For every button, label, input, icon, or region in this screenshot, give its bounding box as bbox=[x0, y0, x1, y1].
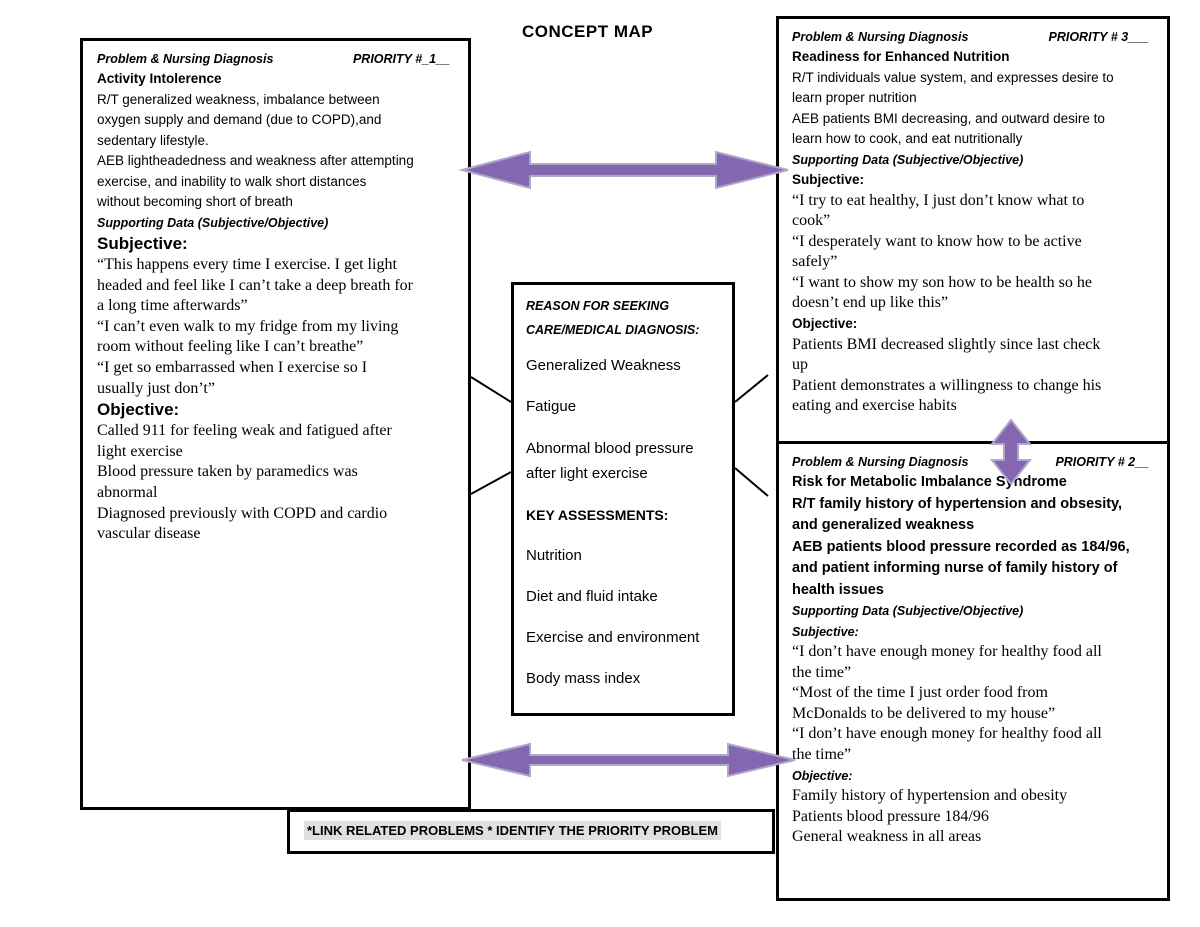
box1-rt-line: sedentary lifestyle. bbox=[97, 132, 209, 148]
box2-aeb-line: AEB patients blood pressure recorded as … bbox=[792, 538, 1130, 555]
box3-objective-line: eating and exercise habits bbox=[792, 397, 957, 415]
box2-subjective-line: the time” bbox=[792, 663, 852, 681]
box3-subjective-line: “I try to eat healthy, I just don’t know… bbox=[792, 191, 1085, 209]
box1-objective-line: Diagnosed previously with COPD and cardi… bbox=[97, 504, 388, 522]
box1-objective-line: abnormal bbox=[97, 483, 158, 501]
reason-for-care-box: REASON FOR SEEKING CARE/MEDICAL DIAGNOSI… bbox=[511, 282, 735, 716]
box1-objective-line: Called 911 for feeling weak and fatigued… bbox=[97, 422, 392, 440]
box2-rt-line: R/T family history of hypertension and o… bbox=[792, 495, 1123, 512]
link-problems-text: *LINK RELATED PROBLEMS * IDENTIFY THE PR… bbox=[304, 821, 721, 840]
assessment-item: Diet and fluid intake bbox=[526, 588, 658, 605]
box3-header: Problem & Nursing Diagnosis PRIORITY # 3… bbox=[792, 27, 1155, 47]
box3-objective-line: up bbox=[792, 356, 808, 374]
box3-subjective-line: cook” bbox=[792, 212, 831, 230]
reason-item: Fatigue bbox=[526, 398, 577, 415]
box2-subjective-label: Subjective: bbox=[792, 624, 859, 639]
box3-subjective-line: “I want to show my son how to be health … bbox=[792, 273, 1092, 291]
box3-subjective-line: doesn’t end up like this” bbox=[792, 294, 949, 312]
box1-rt-line: R/T generalized weakness, imbalance betw… bbox=[97, 91, 380, 107]
box3-objective-line: Patient demonstrates a willingness to ch… bbox=[792, 376, 1102, 394]
box1-subjective-line: room without feeling like I can’t breath… bbox=[97, 338, 364, 356]
box1-subjective-line: usually just don’t” bbox=[97, 379, 215, 397]
box2-subjective-line: “I don’t have enough money for healthy f… bbox=[792, 725, 1102, 743]
box2-heading: Problem & Nursing Diagnosis bbox=[792, 455, 969, 469]
box1-priority: PRIORITY #_1__ bbox=[352, 52, 450, 66]
box1-aeb-line: without becoming short of breath bbox=[97, 194, 293, 209]
double-arrow-horizontal-bottom bbox=[461, 742, 796, 778]
box2-subjective-line: “Most of the time I just order food from bbox=[792, 684, 1048, 702]
link-problems-box: *LINK RELATED PROBLEMS * IDENTIFY THE PR… bbox=[287, 809, 775, 854]
box1-aeb-line: exercise, and inability to walk short di… bbox=[97, 173, 367, 189]
box3-objective-line: Patients BMI decreased slightly since la… bbox=[792, 335, 1101, 353]
box3-rt-line: learn proper nutrition bbox=[792, 90, 917, 105]
connector-line bbox=[470, 471, 512, 495]
box1-rt-line: oxygen supply and demand (due to COPD),a… bbox=[97, 112, 382, 127]
box1-subjective-line: a long time afterwards” bbox=[97, 297, 248, 315]
box1-header: Problem & Nursing Diagnosis PRIORITY #_1… bbox=[97, 49, 456, 69]
box2-objective-line: Family history of hypertension and obesi… bbox=[792, 787, 1068, 805]
reason-item: Abnormal blood pressure after light exer… bbox=[526, 440, 694, 482]
box1-subjective-line: “I get so embarrassed when I exercise so… bbox=[97, 358, 368, 376]
box2-aeb-line: and patient informing nurse of family hi… bbox=[792, 560, 1118, 576]
connector-line bbox=[470, 376, 512, 403]
box2-aeb-line: health issues bbox=[792, 581, 884, 598]
box2-objective-line: General weakness in all areas bbox=[792, 828, 982, 846]
assessment-item: Body mass index bbox=[526, 670, 641, 687]
box1-supporting-label: Supporting Data (Subjective/Objective) bbox=[97, 215, 329, 230]
box3-aeb-line: AEB patients BMI decreasing, and outward… bbox=[792, 110, 1105, 126]
box1-subjective-line: “This happens every time I exercise. I g… bbox=[97, 256, 397, 273]
box2-supporting-label: Supporting Data (Subjective/Objective) bbox=[792, 604, 1024, 618]
box3-diagnosis: Readiness for Enhanced Nutrition bbox=[792, 49, 1010, 64]
reason-item: Generalized Weakness bbox=[526, 357, 681, 374]
box1-diagnosis: Activity Intolerence bbox=[97, 71, 222, 86]
box1-subjective-label: Subjective: bbox=[97, 234, 188, 253]
diagnosis-box-priority-3: Problem & Nursing Diagnosis PRIORITY # 3… bbox=[776, 16, 1170, 444]
diagnosis-box-priority-1: Problem & Nursing Diagnosis PRIORITY #_1… bbox=[80, 38, 471, 810]
box1-aeb-line: AEB lightheadedness and weakness after a… bbox=[97, 153, 414, 168]
key-assessments-label: KEY ASSESSMENTS: bbox=[526, 507, 669, 523]
reason-label-line: REASON FOR SEEKING bbox=[526, 299, 670, 313]
box2-header: Problem & Nursing Diagnosis PRIORITY # 2… bbox=[792, 452, 1155, 472]
box3-subjective-line: safely” bbox=[792, 253, 838, 271]
box3-rt-line: R/T individuals value system, and expres… bbox=[792, 69, 1114, 85]
box1-objective-label: Objective: bbox=[97, 400, 180, 420]
box3-supporting-label: Supporting Data (Subjective/Objective) bbox=[792, 152, 1024, 167]
reason-label-line: CARE/MEDICAL DIAGNOSIS: bbox=[526, 323, 700, 337]
box2-objective-label: Objective: bbox=[792, 768, 853, 783]
box3-heading: Problem & Nursing Diagnosis bbox=[792, 30, 969, 44]
box1-objective-line: light exercise bbox=[97, 442, 183, 460]
box1-heading: Problem & Nursing Diagnosis bbox=[97, 52, 274, 66]
box1-objective-line: Blood pressure taken by paramedics was bbox=[97, 463, 358, 481]
box3-aeb-line: learn how to cook, and eat nutritionally bbox=[792, 131, 1023, 146]
double-arrow-horizontal-top bbox=[458, 150, 789, 190]
assessment-item: Exercise and environment bbox=[526, 629, 700, 646]
box3-priority: PRIORITY # 3___ bbox=[1048, 30, 1149, 44]
box3-objective-label: Objective: bbox=[792, 316, 858, 332]
connector-line bbox=[734, 374, 769, 403]
box2-subjective-line: the time” bbox=[792, 745, 852, 763]
page-title: CONCEPT MAP bbox=[522, 22, 654, 41]
box3-subjective-line: “I desperately want to know how to be ac… bbox=[792, 232, 1082, 250]
box2-subjective-line: “I don’t have enough money for healthy f… bbox=[792, 643, 1102, 660]
box2-diagnosis: Risk for Metabolic Imbalance Syndrome bbox=[792, 474, 1067, 490]
box2-subjective-line: McDonalds to be delivered to my house” bbox=[792, 704, 1056, 722]
box1-subjective-line: “I can’t even walk to my fridge from my … bbox=[97, 317, 399, 335]
diagnosis-box-priority-2: Problem & Nursing Diagnosis PRIORITY # 2… bbox=[776, 441, 1170, 901]
box1-objective-line: vascular disease bbox=[97, 525, 201, 543]
connector-line bbox=[734, 467, 769, 497]
box1-subjective-line: headed and feel like I can’t take a deep… bbox=[97, 276, 413, 294]
assessment-item: Nutrition bbox=[526, 547, 582, 564]
box2-objective-line: Patients blood pressure 184/96 bbox=[792, 807, 989, 825]
box2-rt-line: and generalized weakness bbox=[792, 517, 975, 533]
box2-priority: PRIORITY # 2__ bbox=[1055, 455, 1149, 469]
box3-subjective-label: Subjective: bbox=[792, 172, 865, 187]
